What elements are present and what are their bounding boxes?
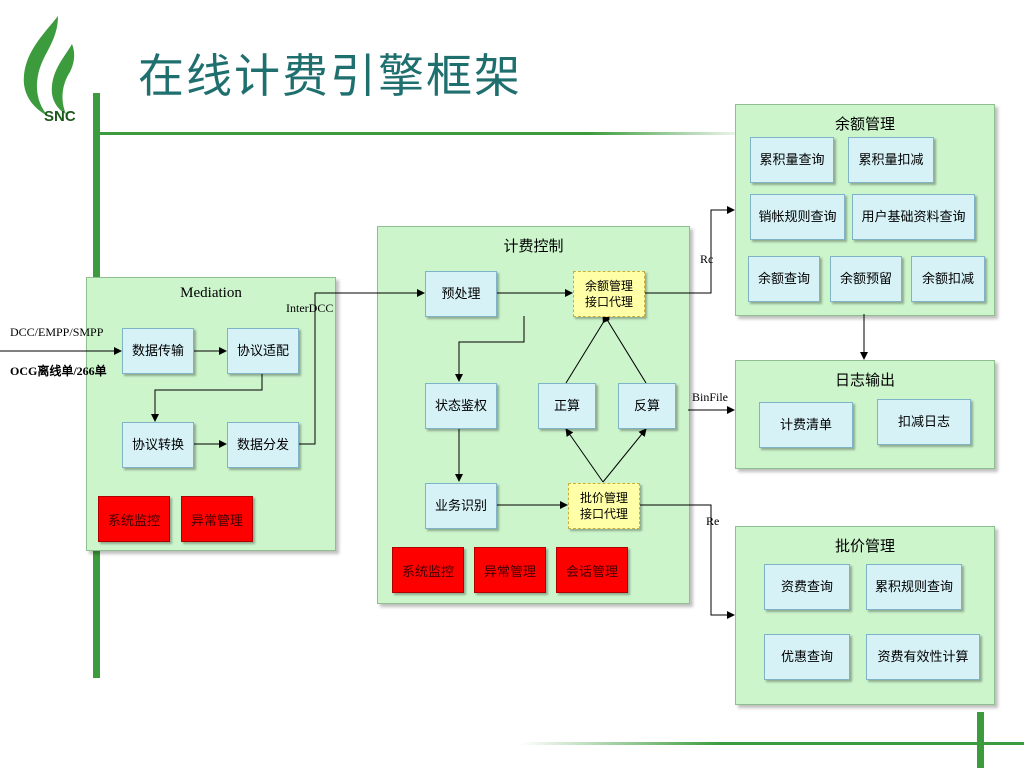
page-title: 在线计费引擎框架 <box>138 51 522 102</box>
arrow-proxy-state <box>455 316 525 382</box>
node-pricing-proxy: 批价管理 接口代理 <box>568 483 640 529</box>
arrow-pricing-reverse <box>602 428 647 483</box>
mediation-exception-badge: 异常管理 <box>181 496 253 542</box>
arrow-reverse-proxy <box>605 317 647 384</box>
balance-title: 余额管理 <box>834 117 895 133</box>
rc-label: Rc <box>700 252 714 266</box>
leaf-flame-logo-icon <box>23 16 75 116</box>
frame-top-line <box>93 132 753 135</box>
mediation-monitor-badge: 系统监控 <box>98 496 170 542</box>
log-item-deduct-log: 扣减日志 <box>877 399 971 445</box>
input-label-bottom: OCG离线单/266单 <box>10 364 107 378</box>
node-data-transfer: 数据传输 <box>122 328 194 374</box>
input-label-top: DCC/EMPP/SMPP <box>10 325 104 339</box>
arrow-rc <box>644 206 735 294</box>
balance-item-user-profile-query: 用户基础资料查询 <box>852 194 975 240</box>
binfile-label: BinFile <box>692 390 729 404</box>
re-label: Re <box>706 514 720 528</box>
node-state-auth: 状态鉴权 <box>425 383 497 429</box>
balance-item-balance-query: 余额查询 <box>748 256 820 302</box>
billing-exception-badge: 异常管理 <box>474 547 546 593</box>
balance-item-cumulative-query: 累积量查询 <box>750 137 834 183</box>
node-protocol-adapt: 协议适配 <box>227 328 299 374</box>
arrow-forward-proxy <box>565 312 610 384</box>
logo-text: SNC <box>44 108 76 125</box>
company-logo: SNC <box>14 14 94 132</box>
mediation-title: Mediation <box>180 285 242 301</box>
frame-bottom-line <box>520 742 1024 745</box>
node-protocol-convert: 协议转换 <box>122 422 194 468</box>
billing-control-title: 计费控制 <box>503 239 564 255</box>
balance-item-balance-deduct: 余额扣减 <box>911 256 985 302</box>
node-forward-calc: 正算 <box>538 383 596 429</box>
arrow-dispatch-preprocess <box>298 289 425 445</box>
pricing-item-tariff-validity-calc: 资费有效性计算 <box>866 634 980 680</box>
billing-session-badge: 会话管理 <box>556 547 628 593</box>
balance-item-writeoff-rule-query: 销帐规则查询 <box>750 194 845 240</box>
pricing-title: 批价管理 <box>834 539 895 555</box>
arrow-adapt-convert <box>151 374 263 422</box>
pricing-item-discount-query: 优惠查询 <box>764 634 850 680</box>
node-preprocess: 预处理 <box>425 271 497 317</box>
node-reverse-calc: 反算 <box>618 383 676 429</box>
balance-item-cumulative-deduct: 累积量扣减 <box>848 137 934 183</box>
node-data-dispatch: 数据分发 <box>227 422 299 468</box>
balance-item-balance-reserve: 余额预留 <box>830 256 902 302</box>
node-business-id: 业务识别 <box>425 483 497 529</box>
arrow-pricing-forward <box>565 428 604 483</box>
node-balance-proxy: 余额管理 接口代理 <box>573 271 645 317</box>
log-item-billing-list: 计费清单 <box>759 402 853 448</box>
pricing-item-tariff-query: 资费查询 <box>764 564 850 610</box>
arrow-re <box>638 504 735 619</box>
frame-right-vertical-bar <box>977 712 984 768</box>
log-title: 日志输出 <box>834 373 895 389</box>
billing-monitor-badge: 系统监控 <box>392 547 464 593</box>
pricing-item-cumulative-rule-query: 累积规则查询 <box>866 564 962 610</box>
interdcc-label: InterDCC <box>286 301 334 315</box>
